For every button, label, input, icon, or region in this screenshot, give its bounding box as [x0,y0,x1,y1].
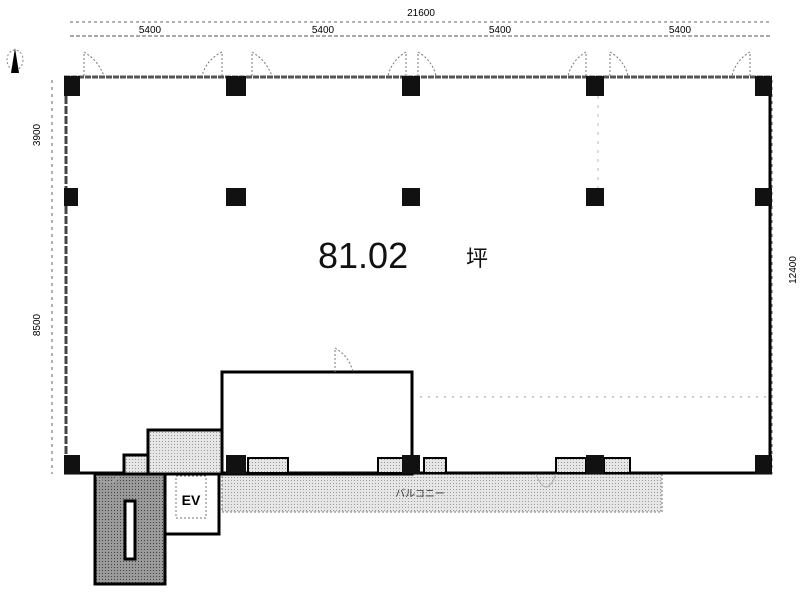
floor-area-value: 81.02 [318,235,408,276]
floor-area-unit: 坪 [466,246,488,271]
stair-landing [146,428,224,476]
dim-bay-4: 5400 [669,25,692,36]
dim-total-width: 21600 [407,8,435,19]
stair-core [123,499,137,561]
dim-left-lower: 8500 [32,313,43,336]
dim-bay-1: 5400 [139,25,162,36]
north-arrow-icon [6,48,24,73]
outer-walls [64,75,772,475]
dim-left-upper: 3900 [32,123,43,146]
dim-bay-2: 5400 [312,25,335,36]
balcony-label: バルコニー [395,488,445,500]
dim-right-total: 12400 [788,256,799,284]
balcony [221,473,663,513]
inner-room [220,370,414,476]
elevator-label: EV [182,492,201,508]
doors [83,51,751,488]
elevator-shaft [163,472,221,536]
shaft-box [122,453,150,476]
columns [64,76,772,474]
dimension-lines [51,21,773,474]
dim-bay-3: 5400 [489,25,512,36]
